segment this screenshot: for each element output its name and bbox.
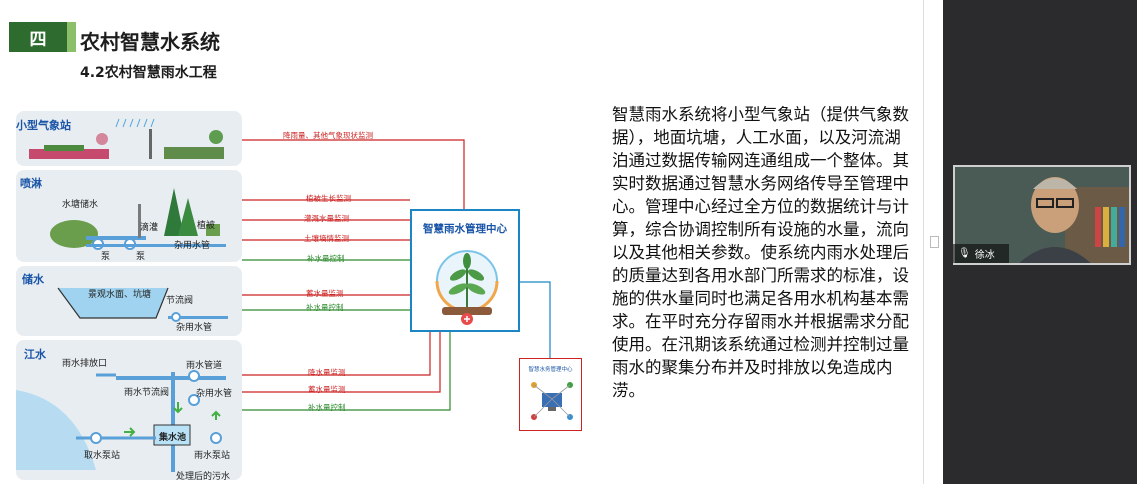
network-icon [531, 382, 573, 420]
participant-name-bar: 🎙 徐冰 [953, 244, 1009, 263]
panel-weather-label: 小型气象站 [16, 119, 71, 132]
text-drip: 滴灌 [140, 223, 159, 233]
panel-spray-label: 喷淋 [20, 177, 42, 190]
participant-name: 徐冰 [974, 250, 995, 261]
flow-drain: 降水量监测 [308, 368, 346, 377]
text-landscape-water: 景观水面、坑塘 [88, 290, 152, 300]
line-drain [242, 332, 431, 376]
text-rain-valve: 雨水节流阀 [124, 388, 170, 398]
flow-storage-level: 蓄水量监测 [306, 289, 344, 298]
line-weather [242, 139, 465, 209]
storage-illustration [57, 287, 228, 322]
microphone-icon: 🎙 [958, 248, 971, 259]
text-collection-pool: 集水池 [159, 433, 187, 443]
text-rain-pipe: 雨水管道 [186, 361, 223, 371]
flow-plant-growth: 植被生长监测 [306, 194, 351, 203]
flow-weather-monitor: 降雨量、其他气象现状监测 [283, 131, 373, 140]
text-rain-outlet: 雨水排放口 [62, 359, 108, 369]
panel-river-label: 江水 [24, 348, 46, 361]
text-pump-2: 泵 [136, 252, 146, 262]
slide-subtitle: 4.2农村智慧雨水工程 [80, 65, 217, 81]
description-paragraph: 智慧雨水系统将小型气象站（提供气象数据），地面坑塘，人工水面，以及河流湖泊通过数… [612, 105, 909, 400]
text-vegetation: 植被 [197, 221, 216, 231]
text-river-misc-pipe: 杂用水管 [196, 389, 233, 399]
flow-supply-1: 补水量控制 [307, 254, 345, 263]
rainwater-management-center: 智慧雨水管理中心 [410, 209, 520, 332]
panel-river: 江水 雨水排放口 雨水管道 雨水节流阀 杂用水管 集水池 取水泵站 雨水泵站 处… [16, 340, 242, 482]
mini-title: 智慧水务管理中心 [528, 367, 573, 373]
section-badge: 四 [9, 22, 76, 52]
flow-storage-level-2: 蓄水量监测 [308, 385, 346, 394]
line-storage2 [242, 332, 441, 393]
line-to-mini [520, 281, 551, 358]
text-storage-pipe: 杂用水管 [176, 323, 213, 333]
text-pond-storage: 水塘储水 [62, 200, 99, 210]
text-rain-pump: 雨水泵站 [194, 451, 231, 461]
flow-irrigation: 灌溉水量监测 [304, 214, 349, 223]
panel-weather: 小型气象站 [16, 111, 242, 166]
flow-supply-3: 补水量控制 [308, 403, 346, 412]
flow-soil: 土壤墒情监测 [304, 234, 349, 243]
video-tile[interactable] [953, 165, 1131, 265]
panel-storage-label: 储水 [22, 273, 44, 286]
line-supply3 [242, 332, 451, 411]
center-title: 智慧雨水管理中心 [423, 223, 507, 235]
text-intake-pump: 取水泵站 [84, 451, 121, 461]
river-illustration [16, 370, 226, 472]
slide: 四 农村智慧水系统 4.2农村智慧雨水工程 小型气象站 [0, 0, 923, 484]
plant-icon [435, 250, 499, 325]
smart-water-management-center: 智慧水务管理中心 [519, 358, 582, 431]
slide-title: 农村智慧水系统 [80, 30, 220, 54]
scroll-handle[interactable] [930, 236, 939, 248]
flow-lines [242, 139, 551, 411]
speaker-video-icon [955, 167, 1129, 263]
panel-spray: 喷淋 水塘储水 滴灌 植被 杂用水管 泵 泵 [16, 170, 242, 262]
text-pump-1: 泵 [101, 252, 111, 262]
text-misc-pipe: 杂用水管 [174, 241, 211, 251]
flow-supply-2: 补水量控制 [306, 303, 344, 312]
panel-storage: 储水 景观水面、坑塘 节流阀 杂用水管 [16, 266, 242, 336]
weather-illustration [29, 118, 224, 159]
slide-edge [923, 0, 943, 484]
spray-illustration [50, 188, 226, 250]
text-throttle-valve: 节流阀 [166, 296, 194, 306]
text-treated-sewage: 处理后的污水 [176, 472, 231, 482]
